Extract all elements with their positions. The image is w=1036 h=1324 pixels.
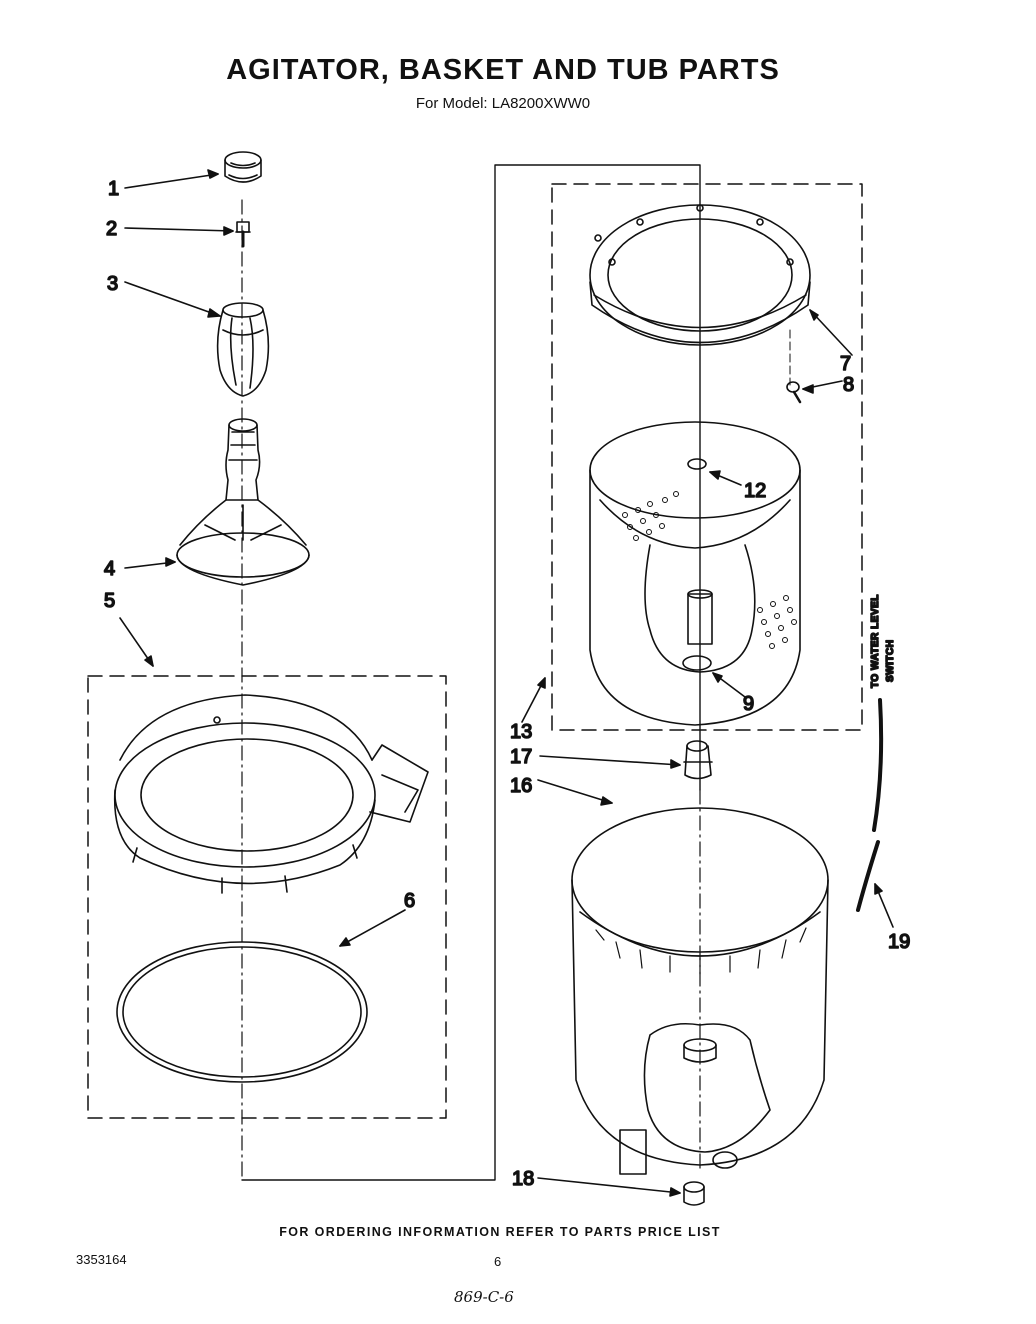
balance-ring <box>589 204 811 346</box>
callout-13: 13 <box>510 721 532 743</box>
callout-4: 4 <box>104 558 115 580</box>
callout-1: 1 <box>108 178 119 200</box>
model-subtitle: For Model: LA8200XWW0 <box>415 95 591 112</box>
ordering-note: FOR ORDERING INFORMATION REFER TO PARTS … <box>279 1225 721 1239</box>
drive-block <box>683 740 713 780</box>
agitator-bolt <box>235 221 251 248</box>
water-level-switch-label-line2: SWITCH <box>885 640 896 682</box>
agitator-cap <box>224 151 262 183</box>
handwritten-note: 869-C-6 <box>454 1288 514 1306</box>
callout-18: 18 <box>512 1168 534 1190</box>
callout-19: 19 <box>888 931 910 953</box>
callout-3: 3 <box>107 273 118 295</box>
water-level-hose <box>856 698 884 912</box>
callout-6: 6 <box>404 890 415 912</box>
callout-8: 8 <box>843 374 854 396</box>
callout-5: 5 <box>104 590 115 612</box>
tub-ring <box>113 694 429 894</box>
outer-tub <box>571 807 829 1175</box>
callout-2: 2 <box>106 218 117 240</box>
document-number: 3353164 <box>76 1252 127 1267</box>
callout-7: 7 <box>840 353 851 375</box>
spin-basket <box>589 421 801 726</box>
page-title: AGITATOR, BASKET AND TUB PARTS <box>226 54 780 86</box>
callout-9: 9 <box>743 693 754 715</box>
callout-17: 17 <box>510 746 532 768</box>
callout-12: 12 <box>744 480 766 502</box>
tub-drain-nut <box>683 1181 705 1206</box>
agitator-cam <box>216 302 270 397</box>
water-level-switch-label-line1: TO WATER LEVEL <box>870 594 881 688</box>
agitator-base <box>176 418 310 586</box>
callout-16: 16 <box>510 775 532 797</box>
page-number: 6 <box>494 1254 502 1269</box>
balance-ring-screw <box>786 381 802 404</box>
tub-seal-ring <box>116 941 368 1083</box>
